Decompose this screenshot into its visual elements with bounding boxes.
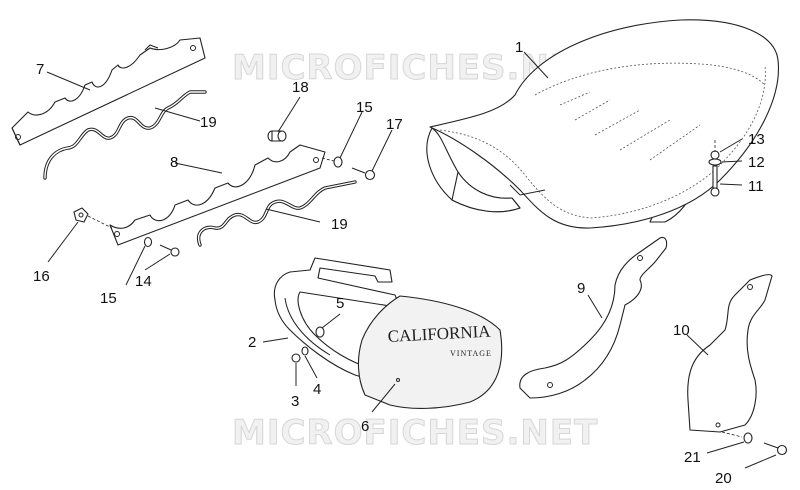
- callout-6: 6: [361, 418, 369, 435]
- side-panel-cover: CALIFORNIA VINTAGE: [357, 295, 503, 409]
- callout-15-right: 15: [356, 99, 373, 116]
- callout-8: 8: [170, 154, 178, 171]
- screw-14: [159, 244, 180, 257]
- washer-4: [301, 346, 309, 356]
- callout-16: 16: [33, 268, 50, 285]
- callout-20: 20: [715, 470, 732, 487]
- lower-wire: [197, 180, 357, 247]
- grommet-5: [315, 326, 325, 338]
- callout-11: 11: [748, 178, 764, 195]
- callout-4: 4: [313, 381, 321, 398]
- callout-21: 21: [684, 449, 701, 466]
- callout-1: 1: [515, 39, 523, 56]
- screw-20: [763, 442, 788, 456]
- side-plate-10: [687, 274, 773, 433]
- callout-2: 2: [248, 334, 256, 351]
- callout-19-lower: 19: [331, 216, 348, 233]
- vintage-logo: VINTAGE: [450, 349, 492, 358]
- callout-14: 14: [135, 273, 152, 290]
- leader-lines: [46, 51, 777, 469]
- side-plate-9: [519, 236, 668, 399]
- callout-7: 7: [36, 61, 44, 78]
- callout-17: 17: [386, 116, 403, 133]
- watermark-bottom: MICROFICHES.NET: [232, 413, 598, 453]
- upper-wire: [43, 90, 207, 180]
- washer-15-left: [143, 236, 153, 248]
- seat: [426, 19, 780, 229]
- callout-labels: 1 2 3 4 5 6 7 8 9 10 11 12 13 14 15 15 1…: [33, 39, 765, 487]
- screw-17: [351, 167, 376, 181]
- callout-5: 5: [336, 295, 344, 312]
- lower-bracket: [109, 144, 326, 246]
- seat-pin-assembly: [708, 140, 722, 197]
- screw-3: [291, 353, 301, 363]
- callout-3: 3: [291, 393, 299, 410]
- washer-21: [743, 432, 753, 444]
- callout-12: 12: [748, 154, 765, 171]
- callout-15-left: 15: [100, 290, 117, 307]
- callout-9: 9: [577, 280, 585, 297]
- callout-19-upper: 19: [200, 114, 217, 131]
- callout-18: 18: [292, 79, 309, 96]
- hardware-16: [73, 207, 89, 223]
- side-panel-carrier: [273, 257, 397, 381]
- spacer-18: [267, 130, 287, 142]
- upper-bracket: [11, 37, 206, 146]
- callout-13: 13: [748, 131, 765, 148]
- callout-10: 10: [673, 322, 690, 339]
- washer-15-right: [333, 156, 343, 168]
